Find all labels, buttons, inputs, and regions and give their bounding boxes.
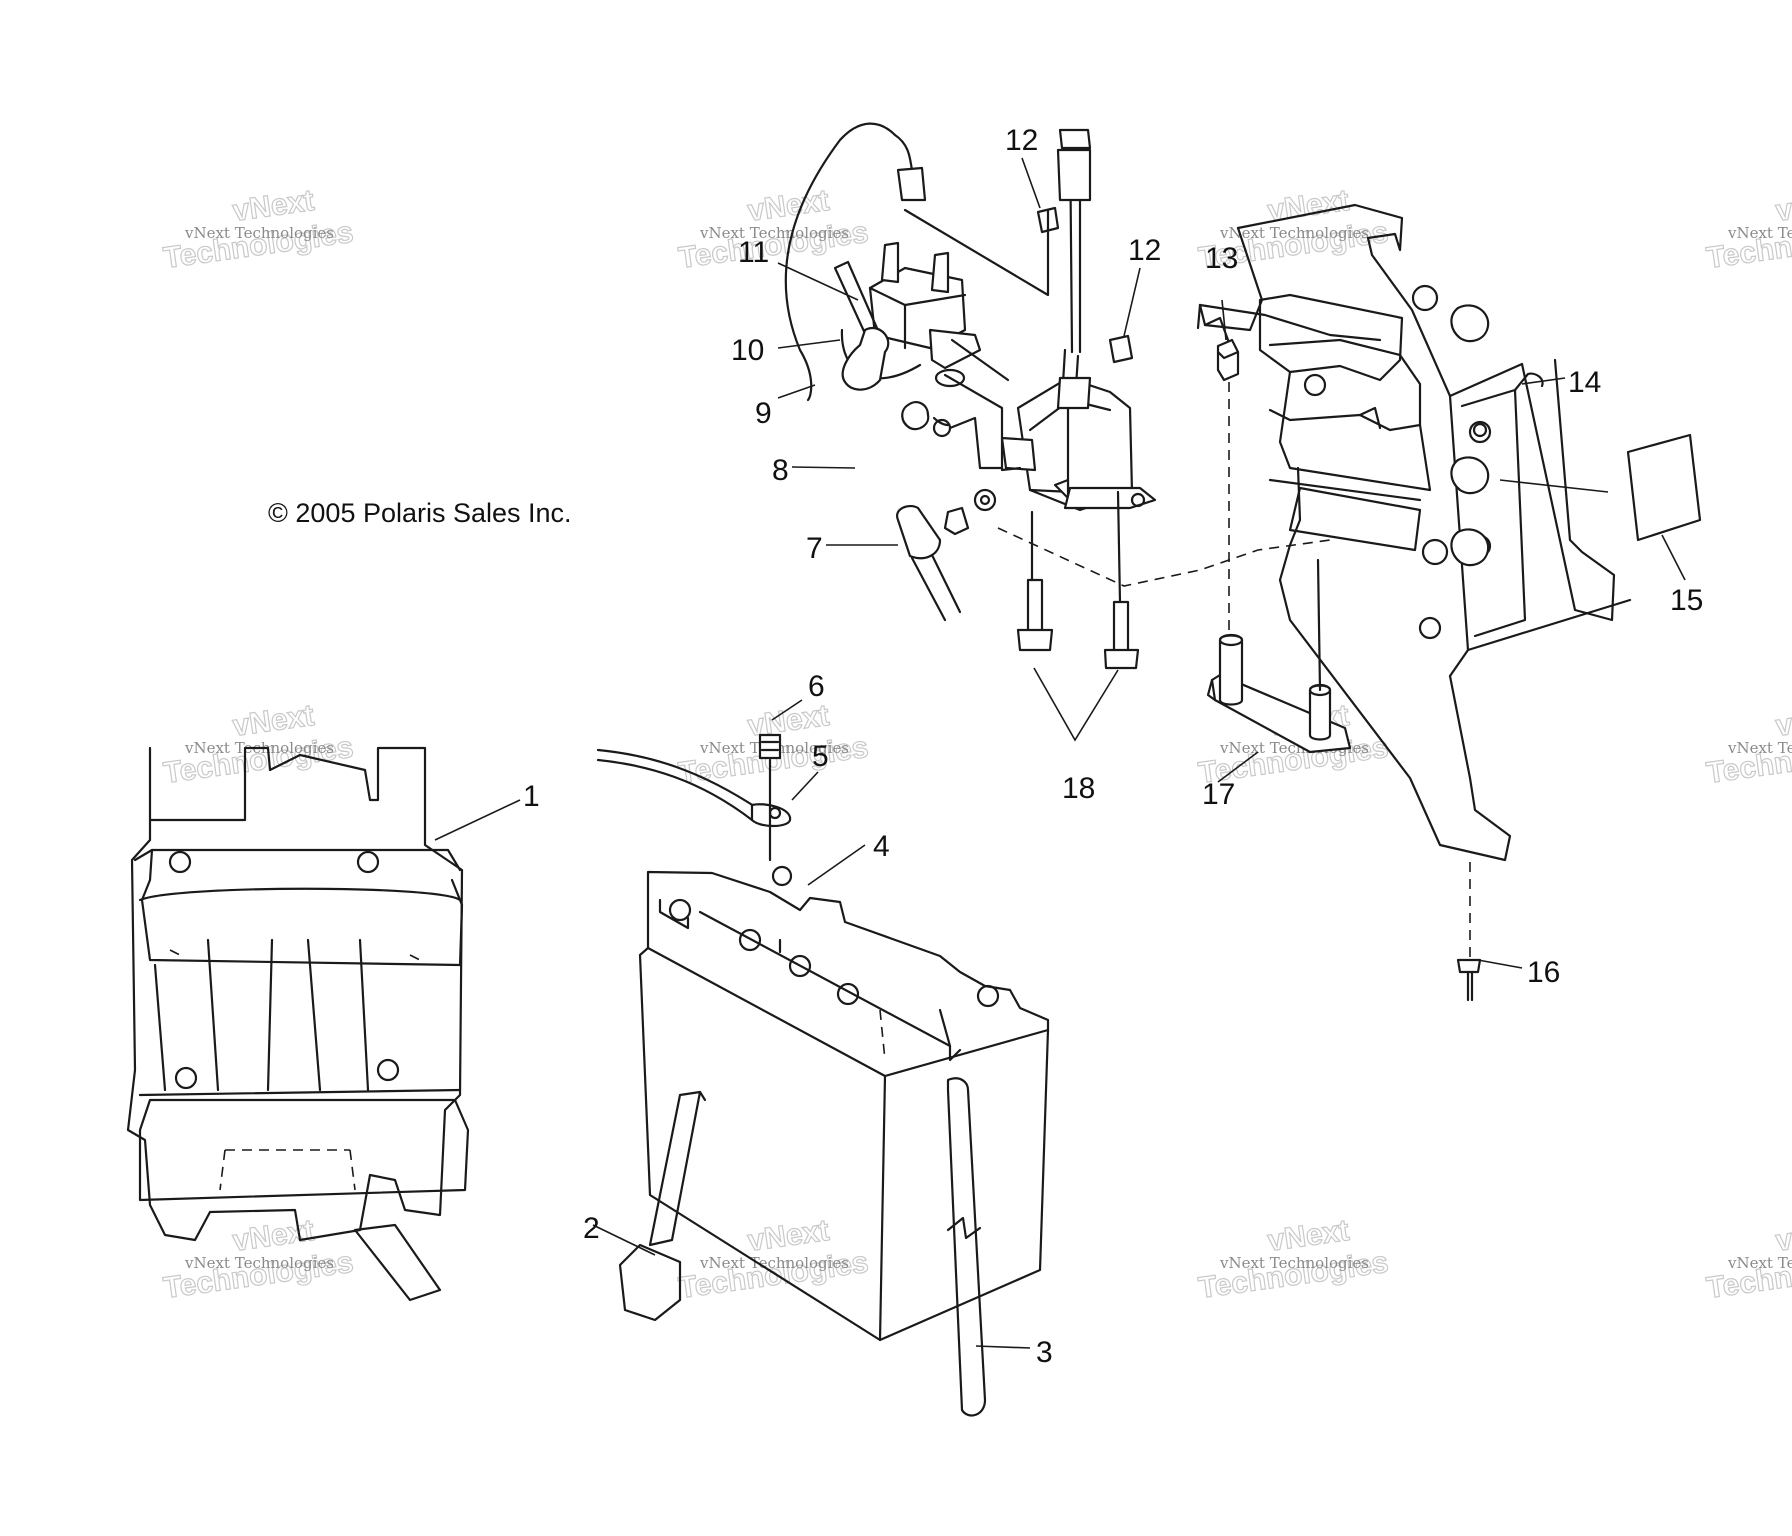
watermark: Technologies vNext vNext Technologies	[676, 183, 871, 275]
leader-13	[1221, 299, 1227, 341]
solenoid-assembly	[784, 122, 1157, 622]
callout-13: 13	[1205, 242, 1238, 275]
leader-12-top	[1021, 157, 1041, 209]
watermark-large-top: vNext	[1266, 1214, 1352, 1258]
callout-18: 18	[1062, 772, 1095, 805]
watermark: Technologies vNext vNext Technologies	[1704, 1213, 1792, 1305]
watermark: Technologies vNext vNext Technologies	[161, 1213, 356, 1305]
callout-8: 8	[772, 454, 789, 487]
mounting-bolts	[997, 490, 1331, 742]
watermark-large-top: vNext	[1774, 1214, 1792, 1258]
leader-10	[777, 339, 841, 349]
leader-11	[777, 262, 859, 301]
watermark-large-top: vNext	[746, 184, 832, 228]
watermark-small: vNext Technologies	[1219, 1254, 1369, 1272]
watermark-small: vNext Technologies	[699, 1254, 849, 1272]
leader-9	[777, 384, 816, 399]
callout-2: 2	[583, 1212, 600, 1245]
watermark: Technologies vNext vNext Technologies	[161, 183, 356, 275]
ground-cable	[596, 699, 819, 862]
stud-plate	[1206, 558, 1352, 783]
callout-12-right: 12	[1128, 234, 1161, 267]
watermark-large-top: vNext	[746, 699, 832, 743]
leader-8	[791, 466, 856, 469]
watermark-small: vNext Technologies	[1727, 224, 1792, 242]
watermark-small: vNext Technologies	[699, 224, 849, 242]
watermark-large-top: vNext	[1774, 699, 1792, 743]
callout-labels: 1 2 3 4 5 6 7 8 9 10 11 12 12 13 14 15 1…	[523, 124, 1703, 1369]
watermark: Technologies vNext vNext Technologies	[1704, 698, 1792, 790]
vent-hose-right	[946, 1077, 1031, 1417]
callout-3: 3	[1036, 1336, 1053, 1369]
watermark-large-top: vNext	[1774, 184, 1792, 228]
callout-4: 4	[873, 830, 890, 863]
callout-5: 5	[812, 740, 829, 773]
callout-1: 1	[523, 780, 540, 813]
watermark-small: vNext Technologies	[184, 224, 334, 242]
watermark-small: vNext Technologies	[184, 1254, 334, 1272]
callout-14: 14	[1568, 366, 1601, 399]
decal-label	[1626, 433, 1702, 581]
callout-15: 15	[1670, 584, 1703, 617]
callout-17: 17	[1202, 778, 1235, 811]
watermark-small: vNext Technologies	[1727, 739, 1792, 757]
leader-12-right	[1123, 267, 1141, 337]
watermark: Technologies vNext vNext Technologies	[1196, 1213, 1391, 1305]
watermark-small: vNext Technologies	[1727, 1254, 1792, 1272]
battery-box	[126, 746, 521, 1302]
watermark: Technologies vNext vNext Technologies	[161, 698, 356, 790]
nut-13	[1216, 338, 1240, 632]
callout-10: 10	[731, 334, 764, 367]
callout-6: 6	[808, 670, 825, 703]
watermark-large-top: vNext	[231, 1214, 317, 1258]
watermark-large-top: vNext	[231, 699, 317, 743]
rivet	[1456, 862, 1523, 1002]
watermark-large-top: vNext	[231, 184, 317, 228]
battery	[638, 844, 1050, 1342]
watermark: Technologies vNext vNext Technologies	[676, 1213, 871, 1305]
watermark-large-top: vNext	[746, 1214, 832, 1258]
callout-7: 7	[806, 532, 823, 565]
vent-hose-left	[592, 1090, 707, 1322]
callout-12-top: 12	[1005, 124, 1038, 157]
callout-16: 16	[1527, 956, 1560, 989]
callout-9: 9	[755, 397, 772, 430]
watermark: Technologies vNext vNext Technologies	[1704, 183, 1792, 275]
mounting-bracket	[1196, 203, 1632, 862]
copyright-notice: © 2005 Polaris Sales Inc.	[268, 498, 572, 528]
callout-11: 11	[738, 236, 769, 269]
watermark-small: vNext Technologies	[1219, 224, 1369, 242]
watermark-large-top: vNext	[1266, 184, 1352, 228]
